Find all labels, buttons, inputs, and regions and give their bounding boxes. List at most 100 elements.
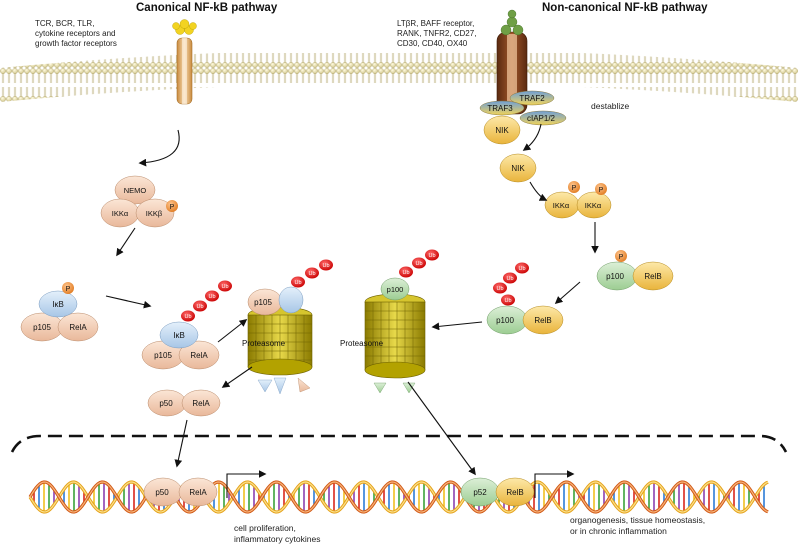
relb-label-3: RelB — [506, 488, 523, 497]
p-label-4: P — [170, 204, 175, 211]
p100-relb-ub: p100 RelB Ub Ub Ub Ub — [486, 262, 564, 335]
ciap-label: cIAP1/2 — [527, 114, 556, 123]
nik-bound-label: NIK — [495, 126, 509, 135]
ikb-label: IκB — [52, 300, 64, 309]
ub-label-11: Ub — [322, 263, 329, 269]
p-label-5: P — [66, 286, 71, 293]
nik-free: NIK — [499, 153, 537, 183]
canonical-outcome-line-2: inflammatory cytokines — [234, 533, 321, 544]
p52-relb-nuclear: p52 RelB — [460, 477, 535, 507]
transcription-arrow-noncanonical — [534, 470, 575, 498]
ikka-label-2: IKKα — [585, 201, 602, 210]
noncanonical-receptor-line-3: CD30, CD40, OX40 — [397, 39, 468, 48]
arrow-ikb-to-ub — [105, 295, 152, 309]
arrow-p100-to-ub — [554, 281, 581, 305]
p105-label-2: p105 — [154, 351, 172, 360]
arrow-ikk-to-ikb — [116, 227, 136, 257]
nemo-label: NEMO — [124, 186, 147, 195]
ub-label-6: Ub — [196, 304, 203, 310]
traf-complex: TRAF2 TRAF3 cIAP1/2 NIK — [479, 90, 567, 145]
p105-label-3: p105 — [254, 298, 272, 307]
p100-label-2: p100 — [496, 316, 514, 325]
ub-label-1: Ub — [504, 298, 511, 304]
canonical-title: Canonical NF-kB pathway — [136, 2, 278, 14]
rela-label-4: RelA — [189, 488, 207, 497]
p50-label-2: p50 — [155, 488, 169, 497]
flow-arrows — [105, 123, 599, 476]
arrow-receptor-to-ikk — [138, 129, 180, 167]
p-label-2: P — [599, 187, 604, 194]
p50-rela-nuclear: p50 RelA — [143, 477, 218, 507]
canonical-receptor-line-1: TCR, BCR, TLR, — [35, 19, 95, 28]
p50-rela-free: p50 RelA — [147, 389, 221, 417]
transcription-arrow-canonical — [226, 470, 267, 498]
proteasome-noncanonical: p100 Ub Ub Ub Proteasome — [340, 249, 439, 394]
ikka-dimer: IKKα IKKα P P — [544, 181, 612, 219]
rela-label-3: RelA — [192, 399, 210, 408]
ub-label-13: Ub — [415, 261, 422, 267]
ub-label-12: Ub — [402, 270, 409, 276]
ikb-ub-complex: p105 RelA IκB Ub Ub Ub Ub — [141, 280, 232, 370]
noncanonical-outcome-line-1: organogenesis, tissue homeostasis, — [570, 515, 706, 525]
arrow-ub-to-proteasome — [217, 319, 248, 343]
ub-label-2: Ub — [496, 286, 503, 292]
noncanonical-outcome-line-2: or in chronic inflammation — [570, 525, 667, 536]
p100-label-3: p100 — [387, 285, 404, 294]
dna-backbone-highlight — [29, 481, 769, 513]
ikka-canon-label: IKKα — [112, 209, 129, 218]
proteasome-label-2: Proteasome — [340, 339, 384, 348]
ikb-p105-rela: p105 RelA IκB P — [20, 282, 99, 342]
rela-label-2: RelA — [190, 351, 208, 360]
ub-label-9: Ub — [294, 280, 301, 286]
ub-label-10: Ub — [308, 271, 315, 277]
ub-label-14: Ub — [428, 253, 435, 259]
p-label-1: P — [572, 185, 577, 192]
arrow-traf-to-nik — [522, 123, 542, 151]
ub-label-4: Ub — [518, 266, 525, 272]
p105-label: p105 — [33, 323, 51, 332]
arrow-nik-to-ikka — [529, 181, 548, 201]
arrow-proteasome-to-p50 — [221, 366, 253, 388]
arrow-p50-to-nucleus — [174, 419, 188, 468]
canonical-outcome: cell proliferation, inflammatory cytokin… — [234, 523, 320, 544]
canonical-receptor — [172, 19, 197, 105]
canonical-receptor-line-2: cytokine receptors and — [35, 29, 116, 38]
relb-label-2: RelB — [534, 316, 551, 325]
p100-label: p100 — [606, 272, 624, 281]
p50-label: p50 — [159, 399, 173, 408]
ikb-label-2: IκB — [173, 331, 185, 340]
p52-label: p52 — [473, 488, 487, 497]
noncanonical-receptor-line-2: RANK, TNFR2, CD27, — [397, 29, 477, 38]
nik-label: NIK — [511, 164, 525, 173]
ub-label-5: Ub — [184, 314, 191, 320]
noncanonical-receptor-line-1: LTβR, BAFF receptor, — [397, 19, 475, 28]
relb-label: RelB — [644, 272, 661, 281]
ub-label-7: Ub — [208, 294, 215, 300]
ikkb-label: IKKβ — [146, 209, 163, 218]
rela-label: RelA — [69, 323, 87, 332]
p-label-3: P — [619, 254, 624, 261]
noncanonical-receptors-label: LTβR, BAFF receptor, RANK, TNFR2, CD27, … — [397, 19, 476, 49]
noncanonical-title: Non-canonical NF-kB pathway — [542, 2, 708, 14]
destabilize-label: destablize — [591, 101, 630, 111]
canonical-outcome-line-1: cell proliferation, — [234, 523, 296, 533]
noncanonical-outcome: organogenesis, tissue homeostasis, or in… — [570, 515, 705, 536]
traf3-label: TRAF3 — [487, 104, 513, 113]
traf2-label: TRAF2 — [519, 94, 545, 103]
arrow-ub-to-proteasome-2 — [431, 321, 483, 331]
ub-label-3: Ub — [506, 276, 513, 282]
ikk-complex: NEMO IKKα IKKβ P — [100, 175, 178, 228]
cell-membrane — [0, 49, 798, 102]
canonical-receptors-label: TCR, BCR, TLR, cytokine receptors and gr… — [35, 19, 117, 49]
ikka-label-1: IKKα — [553, 201, 570, 210]
dna-helix — [28, 480, 769, 514]
proteasome-label-1: Proteasome — [242, 339, 286, 348]
canonical-receptor-line-3: growth factor receptors — [35, 39, 117, 48]
ub-label-8: Ub — [221, 284, 228, 290]
proteasome-canonical: p105 Ub Ub Ub Proteasome — [242, 259, 333, 395]
arrow-proteasome-to-p52 — [407, 381, 476, 476]
nuclear-membrane — [10, 434, 788, 453]
p100-relb-phospho: p100 RelB P — [596, 250, 674, 291]
